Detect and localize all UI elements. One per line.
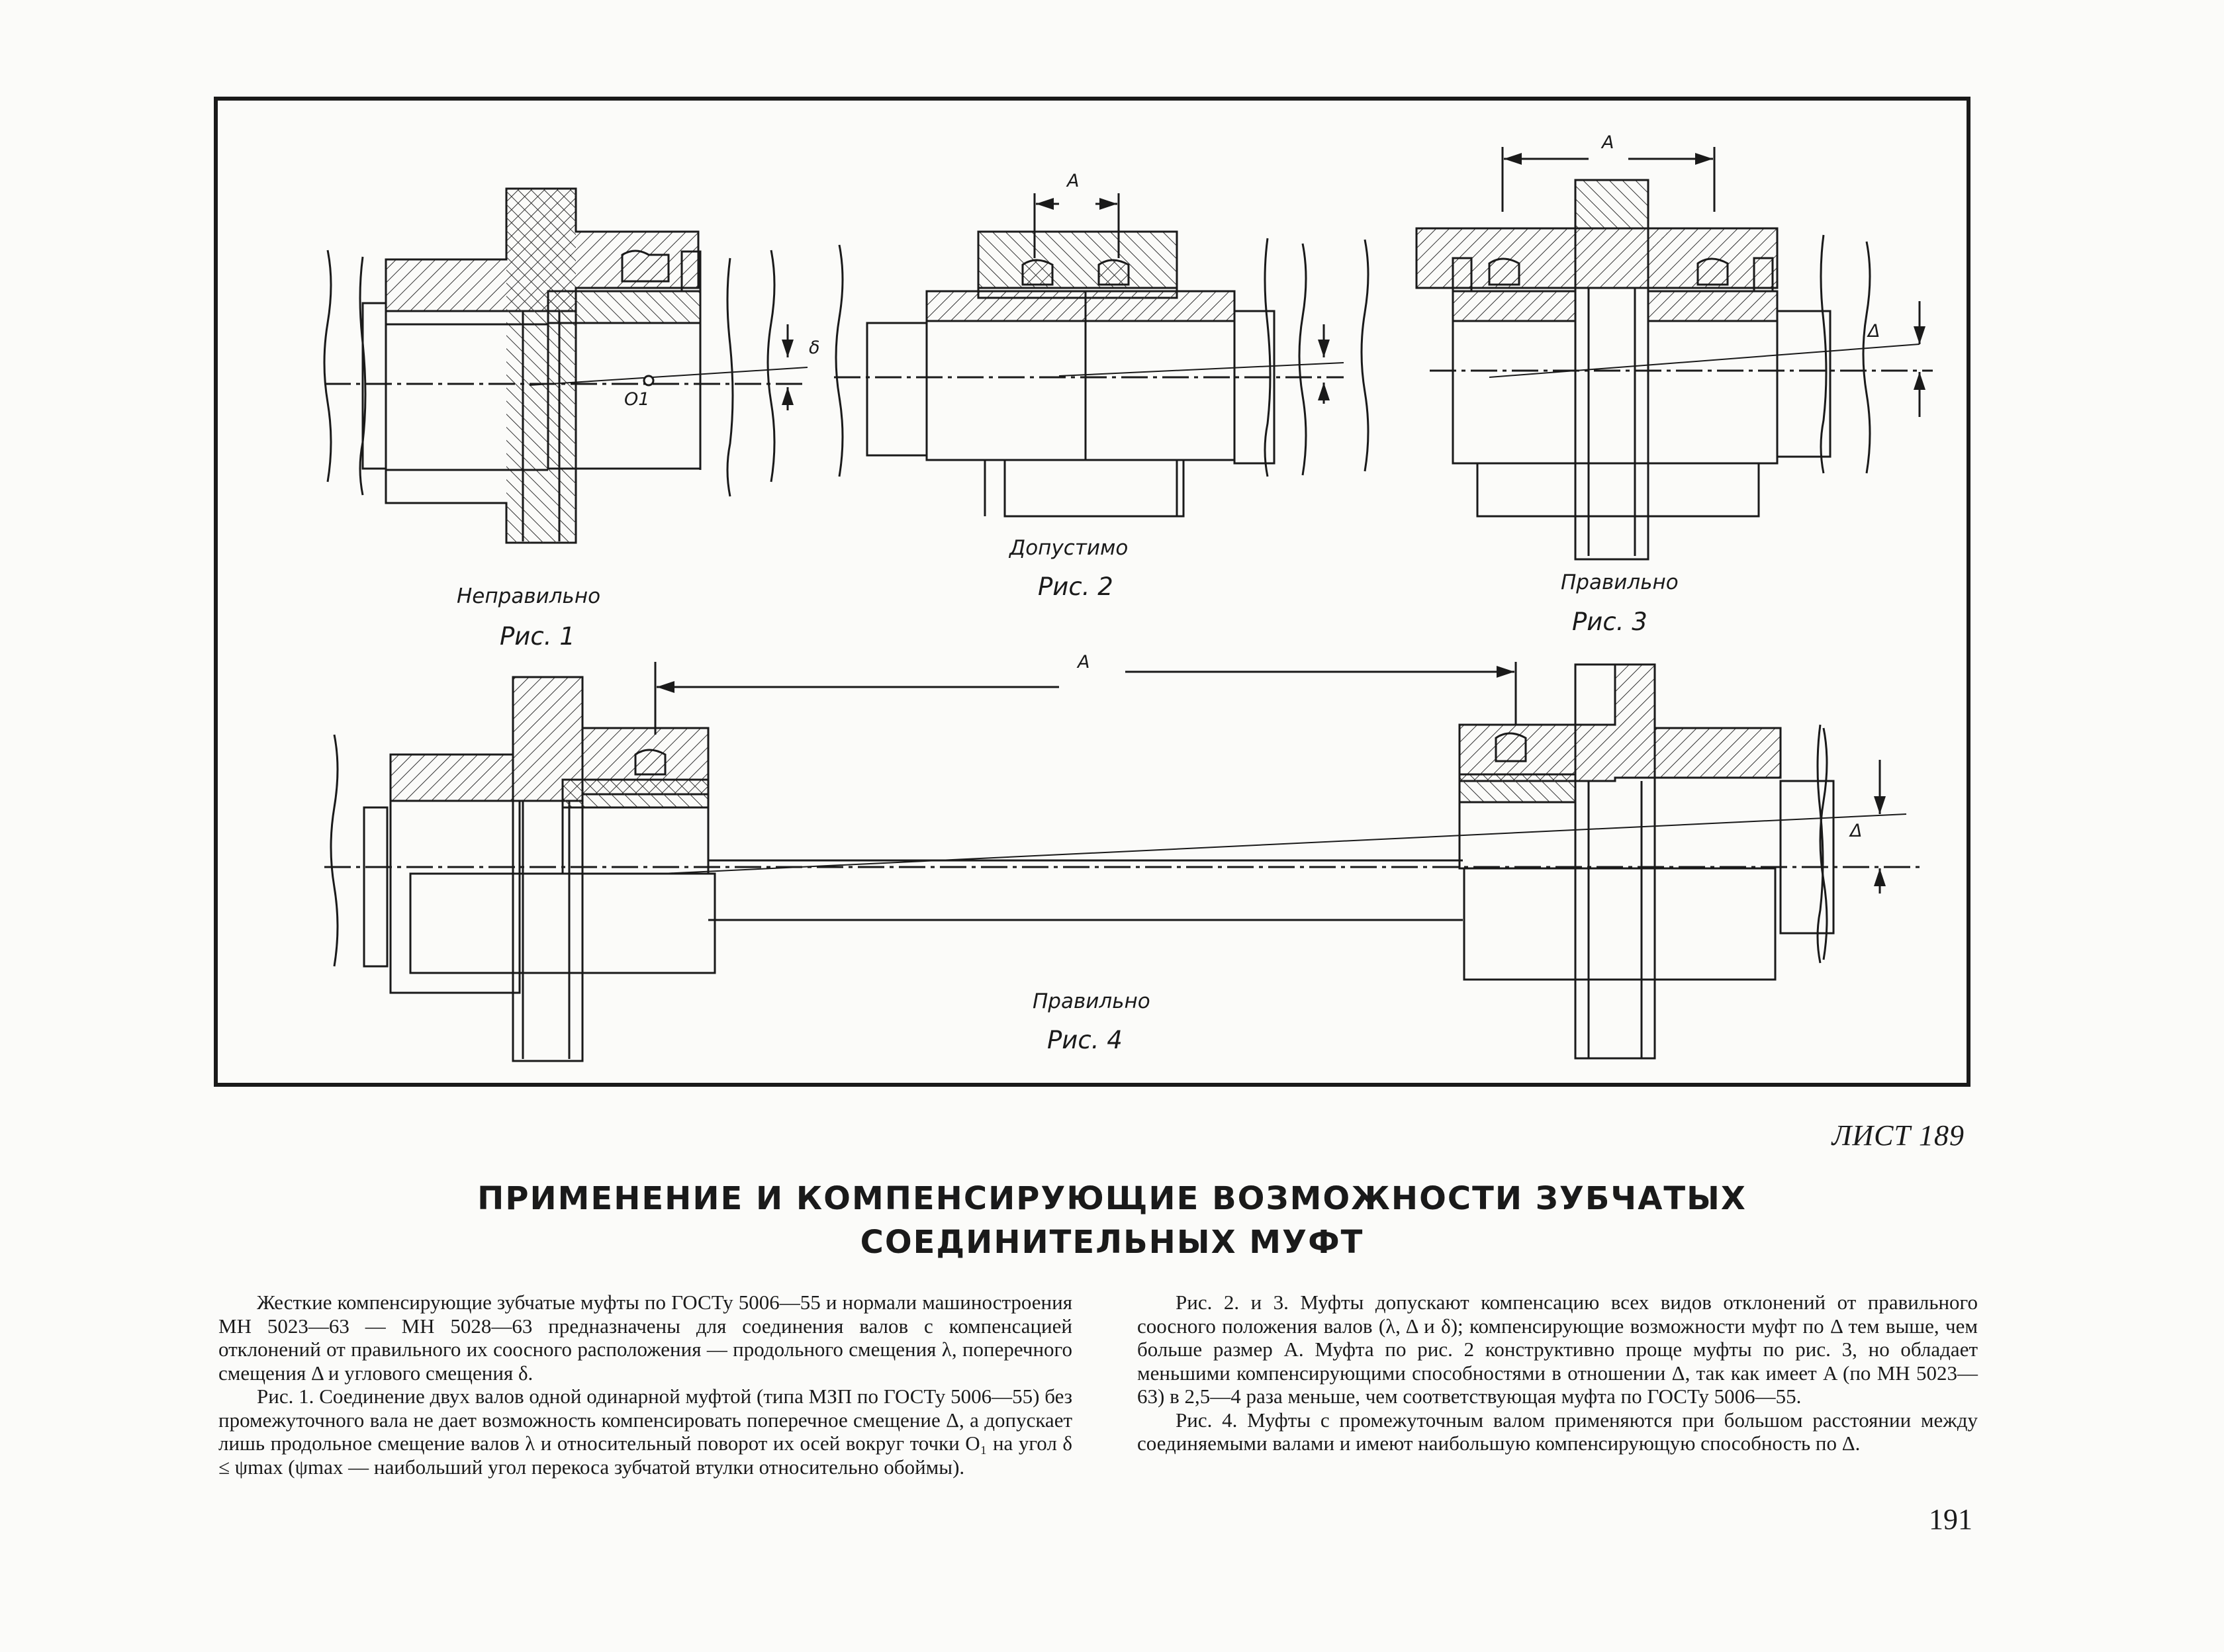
fig4-delta-mark: Δ [1850, 821, 1863, 841]
paragraph: Рис. 1. Соединение двух валов одной один… [218, 1385, 1072, 1479]
text-column-left: Жесткие компенсирующие зубчатые муфты по… [218, 1291, 1072, 1479]
fig1-drawing [323, 187, 808, 544]
fig3-status: Правильно [1561, 571, 1679, 594]
fig2-label: Рис. 2 [1038, 573, 1113, 601]
fig3-delta-mark: Δ [1868, 321, 1880, 342]
page-title: ПРИМЕНЕНИЕ И КОМПЕНСИРУЮЩИЕ ВОЗМОЖНОСТИ … [0, 1177, 2224, 1264]
sheet-number: ЛИСТ 189 [1831, 1119, 1965, 1152]
text-column-right: Рис. 2. и 3. Муфты допускают компенсацию… [1137, 1291, 1978, 1455]
fig4-status: Правильно [1033, 989, 1150, 1013]
paragraph: Жесткие компенсирующие зубчатые муфты по… [218, 1291, 1072, 1385]
fig1-label: Рис. 1 [500, 622, 575, 651]
fig2-status: Допустимо [1009, 536, 1129, 560]
page-number: 191 [1929, 1503, 1972, 1536]
title-line-1: ПРИМЕНЕНИЕ И КОМПЕНСИРУЮЩИЕ ВОЗМОЖНОСТИ … [477, 1180, 1747, 1217]
fig1-status: Неправильно [457, 584, 601, 608]
fig3-drawing [1360, 147, 1933, 561]
figure-frame [214, 97, 1970, 1087]
fig3-dim-label: A [1602, 132, 1614, 153]
fig1-point-label: O1 [624, 389, 650, 410]
paragraph: Рис. 2. и 3. Муфты допускают компенсацию… [1137, 1291, 1978, 1408]
fig2-dim-label: A [1067, 171, 1080, 191]
title-line-2: СОЕДИНИТЕЛЬНЫХ МУФТ [860, 1224, 1364, 1261]
paragraph: Рис. 4. Муфты с промежуточным валом прим… [1137, 1408, 1978, 1455]
fig3-label: Рис. 3 [1572, 608, 1647, 636]
fig4-drawing [324, 662, 1920, 1062]
fig4-label: Рис. 4 [1047, 1026, 1123, 1054]
fig2-drawing [834, 193, 1344, 518]
fig4-dim-label: A [1078, 652, 1090, 672]
fig1-delta-mark: δ [809, 338, 820, 358]
